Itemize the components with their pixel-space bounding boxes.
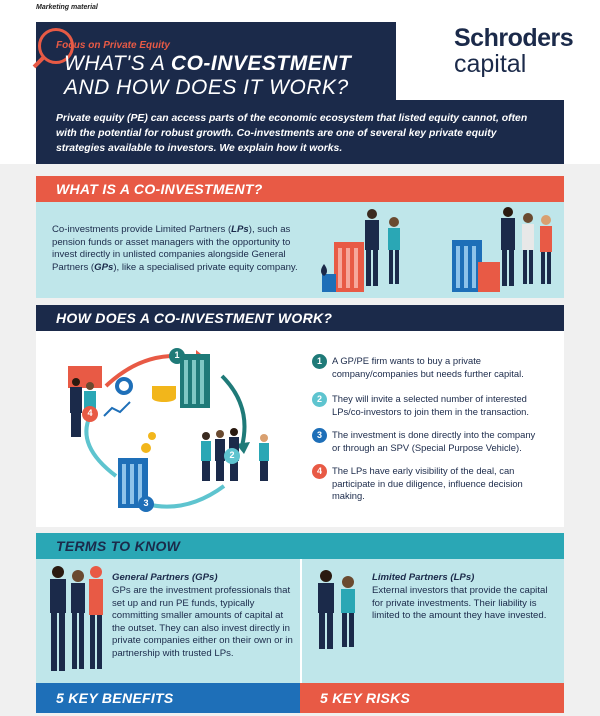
intro-box: Private equity (PE) can access parts of …: [36, 100, 564, 164]
title-bold: CO-INVESTMENT: [170, 52, 352, 75]
section-heading-benefits: 5 KEY BENEFITS: [36, 683, 300, 713]
pe-firm-building-illustration: [152, 354, 210, 408]
lp-people-illustration: [318, 570, 355, 649]
hero-banner: [36, 22, 396, 100]
gp-abbrev: GPs: [94, 261, 114, 273]
investors-illustration: [321, 207, 552, 292]
section-heading-how: HOW DOES A CO-INVESTMENT WORK?: [36, 305, 564, 331]
step-badge-4: 4: [312, 464, 327, 479]
section-heading-risks: 5 KEY RISKS: [300, 683, 564, 713]
cycle-step-label: 2: [229, 450, 235, 460]
lp-term-text: External investors that provide the capi…: [372, 585, 548, 621]
page-title-line2: AND HOW DOES IT WORK?: [64, 76, 349, 99]
magnifier-icon: [38, 28, 74, 64]
step-badge-1: 1: [312, 354, 327, 369]
marketing-material-label: Marketing material: [36, 4, 98, 11]
step-badge-3: 3: [312, 428, 327, 443]
section-heading-terms: TERMS TO KNOW: [36, 533, 564, 559]
step-text-4: The LPs have early visibility of the dea…: [332, 465, 523, 502]
terms-divider: [300, 559, 302, 683]
what-text-part: Co-investments provide Limited Partners …: [52, 224, 232, 235]
gp-term-text: GPs are the investment professionals tha…: [112, 585, 293, 659]
brand-logo-line2: capital: [454, 50, 527, 78]
gp-people-illustration: [50, 566, 103, 671]
brand-logo-line1: Schroders: [454, 24, 574, 52]
gp-term-title: General Partners (GPs): [112, 572, 218, 583]
lp-abbrev: LPs: [231, 224, 249, 235]
person-illustration: [365, 209, 400, 286]
lp-term-title: Limited Partners (LPs): [372, 572, 475, 583]
section-what-text: Co-investments provide Limited Partners …: [52, 224, 302, 274]
cycle-step-label: 1: [174, 350, 180, 360]
lp-dashboard-illustration: [68, 366, 133, 437]
building-illustration-left: [321, 242, 364, 292]
arrow-head-icon: [236, 442, 250, 454]
cycle-step-label: 3: [143, 498, 149, 508]
section-heading-what: WHAT IS A CO-INVESTMENT?: [36, 176, 564, 202]
step-text-2: They will invite a selected number of in…: [332, 393, 529, 417]
cycle-diagram: [68, 348, 269, 512]
step-text-3: The investment is done directly into the…: [332, 429, 536, 453]
building-illustration-right: [452, 207, 552, 292]
title-prefix: WHAT'S A: [64, 52, 171, 75]
intro-text: Private equity (PE) can access parts of …: [56, 113, 528, 154]
cycle-step-badges: [82, 348, 240, 512]
company-building-illustration: [118, 432, 156, 508]
step-badge-2: 2: [312, 392, 327, 407]
cycle-step-label: 4: [87, 408, 93, 418]
what-text-part: ), such as pension funds or asset manage…: [52, 224, 291, 273]
what-text-part: ), like a specialised private equity com…: [113, 261, 298, 273]
page-title-line1: WHAT'S A CO-INVESTMENT: [64, 52, 351, 76]
focus-label: Focus on Private Equity: [56, 40, 170, 51]
step-text-1: A GP/PE firm wants to buy a private comp…: [332, 355, 524, 379]
